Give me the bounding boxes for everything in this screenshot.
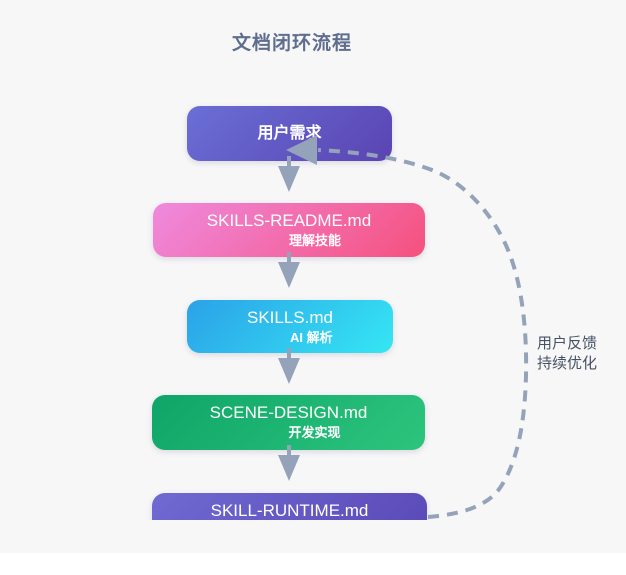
feedback-label: 用户反馈 持续优化	[537, 334, 607, 374]
flowchart-area: 文档闭环流程 用户需求 SKILLS-README.md 理解技能 SKILLS…	[152, 33, 607, 520]
flow-node-scene-design: SCENE-DESIGN.md 开发实现	[152, 395, 425, 450]
feedback-label-line2: 持续优化	[537, 355, 598, 372]
arrow-down-icon	[278, 156, 300, 192]
node-subtitle: 开发实现	[288, 425, 341, 440]
node-title: SKILLS-README.md	[206, 211, 372, 230]
node-title: SKILLS.md	[247, 308, 333, 327]
node-title: SKILL-RUNTIME.md	[210, 501, 369, 520]
flow-node-skills: SKILLS.md AI 解析	[187, 300, 393, 353]
diagram-canvas: 文档闭环流程 用户需求 SKILLS-README.md 理解技能 SKILLS…	[152, 33, 607, 520]
node-title: SCENE-DESIGN.md	[209, 403, 368, 422]
flow-node-user-demand: 用户需求	[187, 106, 392, 161]
node-subtitle: 理解技能	[289, 233, 342, 248]
node-title: 用户需求	[257, 124, 322, 142]
feedback-label-line1: 用户反馈	[537, 335, 598, 352]
node-subtitle: AI 解析	[290, 330, 333, 345]
flow-node-skills-readme: SKILLS-README.md 理解技能	[153, 203, 425, 257]
flow-node-skill-runtime: SKILL-RUNTIME.md	[152, 493, 427, 520]
page-title: 文档闭环流程	[231, 33, 352, 54]
arrow-down-icon	[278, 348, 300, 384]
arrow-down-icon	[278, 252, 300, 288]
arrow-down-icon	[278, 445, 300, 481]
